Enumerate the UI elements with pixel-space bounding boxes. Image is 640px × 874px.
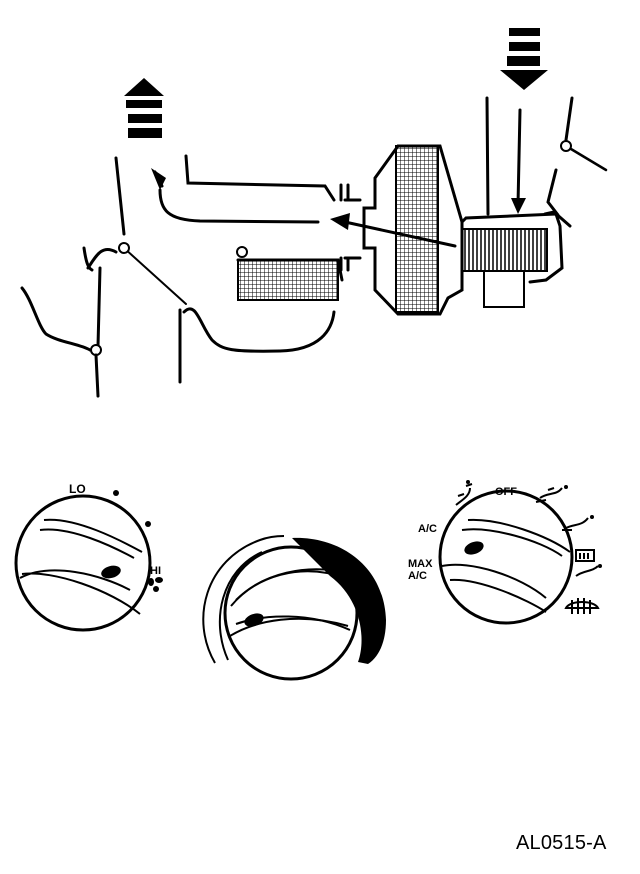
mode-selector-knob[interactable] — [438, 489, 574, 625]
fan-speed-dot-2 — [145, 521, 151, 527]
fan-hi-label: HI — [150, 565, 161, 577]
panel-vent-icon — [455, 480, 473, 506]
fan-lo-label: LO — [69, 482, 86, 496]
blend-door-pivot — [118, 242, 130, 254]
fresh-air-inlet-arrow — [500, 28, 548, 90]
blower-motor — [483, 270, 525, 308]
mode-max-label: MAX — [408, 558, 433, 570]
floor-duct — [20, 286, 92, 352]
fan-speed-dot-1 — [113, 490, 119, 496]
left-duct-wall — [114, 156, 126, 236]
inlet-airflow-arrow — [516, 108, 522, 207]
figure-id: AL0515-A — [516, 832, 607, 854]
heater-core — [237, 259, 339, 301]
mode-max-ac-label: A/C — [408, 570, 427, 582]
mode-knob-pointer — [464, 541, 484, 555]
evaporator-core — [395, 145, 439, 313]
temp-knob-pointer — [244, 613, 264, 627]
fan-knob-pointer — [101, 565, 121, 579]
airflow-schematic — [20, 28, 608, 398]
temperature-knob[interactable] — [202, 535, 386, 681]
mode-ac-label: A/C — [418, 523, 437, 535]
outlet-air-arrow — [124, 78, 164, 138]
recirc-door — [564, 144, 608, 172]
upper-arrowhead — [151, 168, 166, 190]
cool-arc — [202, 535, 285, 664]
blower-wheel — [461, 228, 548, 272]
warm-arc — [292, 537, 386, 664]
fan-speed-icon — [148, 577, 163, 592]
rear-defrost-icon — [564, 598, 600, 614]
blend-door — [123, 247, 187, 305]
heater-core-pivot — [236, 246, 248, 258]
fan-speed-knob[interactable] — [14, 494, 152, 632]
panel-floor-icon — [535, 485, 568, 503]
floor-icon — [562, 515, 594, 531]
upper-duct-inner — [158, 188, 320, 224]
blower-case — [460, 212, 564, 284]
floor-defrost-icon — [575, 549, 602, 577]
upper-duct-wall — [184, 154, 336, 202]
mode-off-label: OFF — [495, 486, 517, 498]
